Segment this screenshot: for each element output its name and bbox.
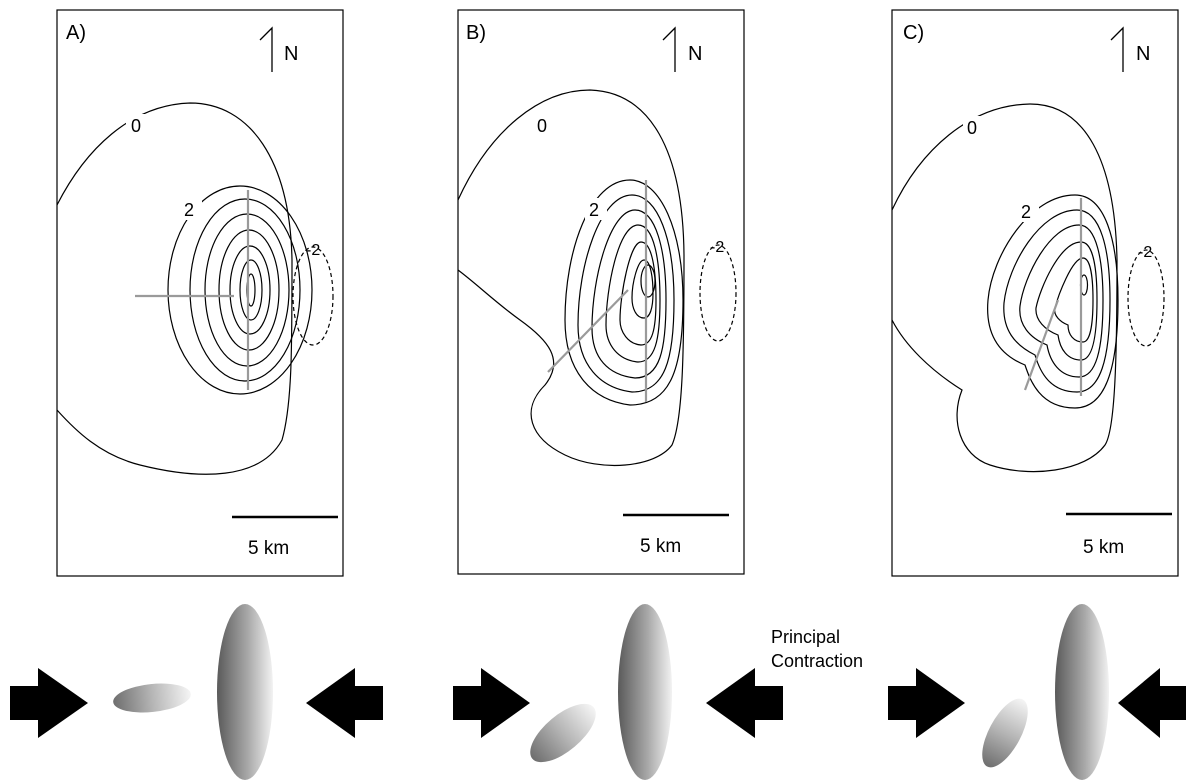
contour-line (189, 198, 301, 382)
contour-two-label: 2 (1021, 202, 1031, 222)
contour-line (167, 185, 313, 395)
panel-a-label: A) (66, 22, 86, 44)
contour-line (591, 209, 667, 379)
scale-label: 5 km (1083, 537, 1124, 558)
contour-zero-line (457, 89, 685, 467)
contraction-arrow-left-icon (453, 668, 530, 738)
contour-line (1035, 241, 1098, 361)
scale-label: 5 km (640, 536, 681, 557)
fault-ellipse-large (618, 604, 672, 780)
panel-c: C) N 0 2 -2 5 km (891, 9, 1179, 577)
panel-b: B) N 0 2 -2 5 km (457, 9, 745, 575)
panel-c-label: C) (903, 22, 924, 44)
contour-two-label: 2 (589, 200, 599, 220)
contour-set (56, 102, 334, 475)
fault-traces (1023, 198, 1083, 396)
contour-set (457, 89, 737, 467)
contour-neg-label: -2 (710, 239, 724, 256)
contour-line (640, 264, 656, 298)
contour-line (239, 259, 263, 321)
contour-line (564, 179, 684, 406)
contraction-arrow-right-icon (306, 668, 383, 738)
fault-traces (547, 180, 648, 402)
strain-diagram-b (453, 604, 783, 780)
contour-line (1054, 257, 1094, 343)
contour-line (1003, 209, 1111, 393)
strain-diagram-a (10, 604, 383, 780)
north-arrow-icon: N (1110, 26, 1150, 72)
contour-neg-label: -2 (1138, 244, 1152, 261)
north-arrow-icon: N (662, 26, 702, 72)
contour-zero-label: 0 (131, 116, 141, 136)
contour-neg-line (1127, 249, 1165, 347)
panel-a: A) N 0 2 -2 5 km (56, 9, 344, 577)
panel-a-frame (56, 9, 344, 577)
contour-zero-line (56, 102, 293, 475)
contraction-arrow-left-icon (10, 668, 88, 738)
contraction-arrow-left-icon (888, 668, 965, 738)
fault-traces (135, 190, 250, 390)
contour-line (987, 194, 1119, 409)
contraction-arrow-right-icon (1118, 668, 1186, 738)
contour-set (891, 103, 1165, 473)
contour-line (605, 224, 661, 363)
contour-zero-line (891, 103, 1118, 473)
contour-neg-line (699, 244, 737, 342)
contour-two-label: 2 (184, 200, 194, 220)
fault-ellipse-large (217, 604, 273, 780)
annotation-line-1: Principal (771, 627, 840, 647)
contour-zero-label: 0 (537, 116, 547, 136)
contour-neg-line (292, 246, 334, 346)
contour-zero-label: 0 (967, 118, 977, 138)
contour-line (631, 259, 654, 319)
contour-line (229, 245, 271, 335)
panel-c-frame (891, 9, 1179, 577)
principal-contraction-annotation: Principal Contraction (771, 627, 863, 671)
scale-label: 5 km (248, 538, 289, 559)
contour-neg-label: -2 (306, 242, 320, 259)
fault-ellipse-small (113, 683, 191, 713)
fault-ellipse-small (530, 703, 596, 763)
north-arrow-icon: N (259, 26, 298, 72)
annotation-line-2: Contraction (771, 651, 863, 671)
panel-b-frame (457, 9, 745, 575)
north-label: N (688, 43, 702, 65)
north-label: N (284, 43, 298, 65)
strain-diagram-c (888, 604, 1186, 780)
contour-line (1019, 224, 1104, 378)
contour-line (577, 194, 675, 393)
contraction-arrow-right-icon (706, 668, 783, 738)
fault-ellipse-large (1055, 604, 1109, 780)
fault-ellipse-small (982, 698, 1028, 768)
panel-b-label: B) (466, 22, 486, 44)
north-label: N (1136, 43, 1150, 65)
